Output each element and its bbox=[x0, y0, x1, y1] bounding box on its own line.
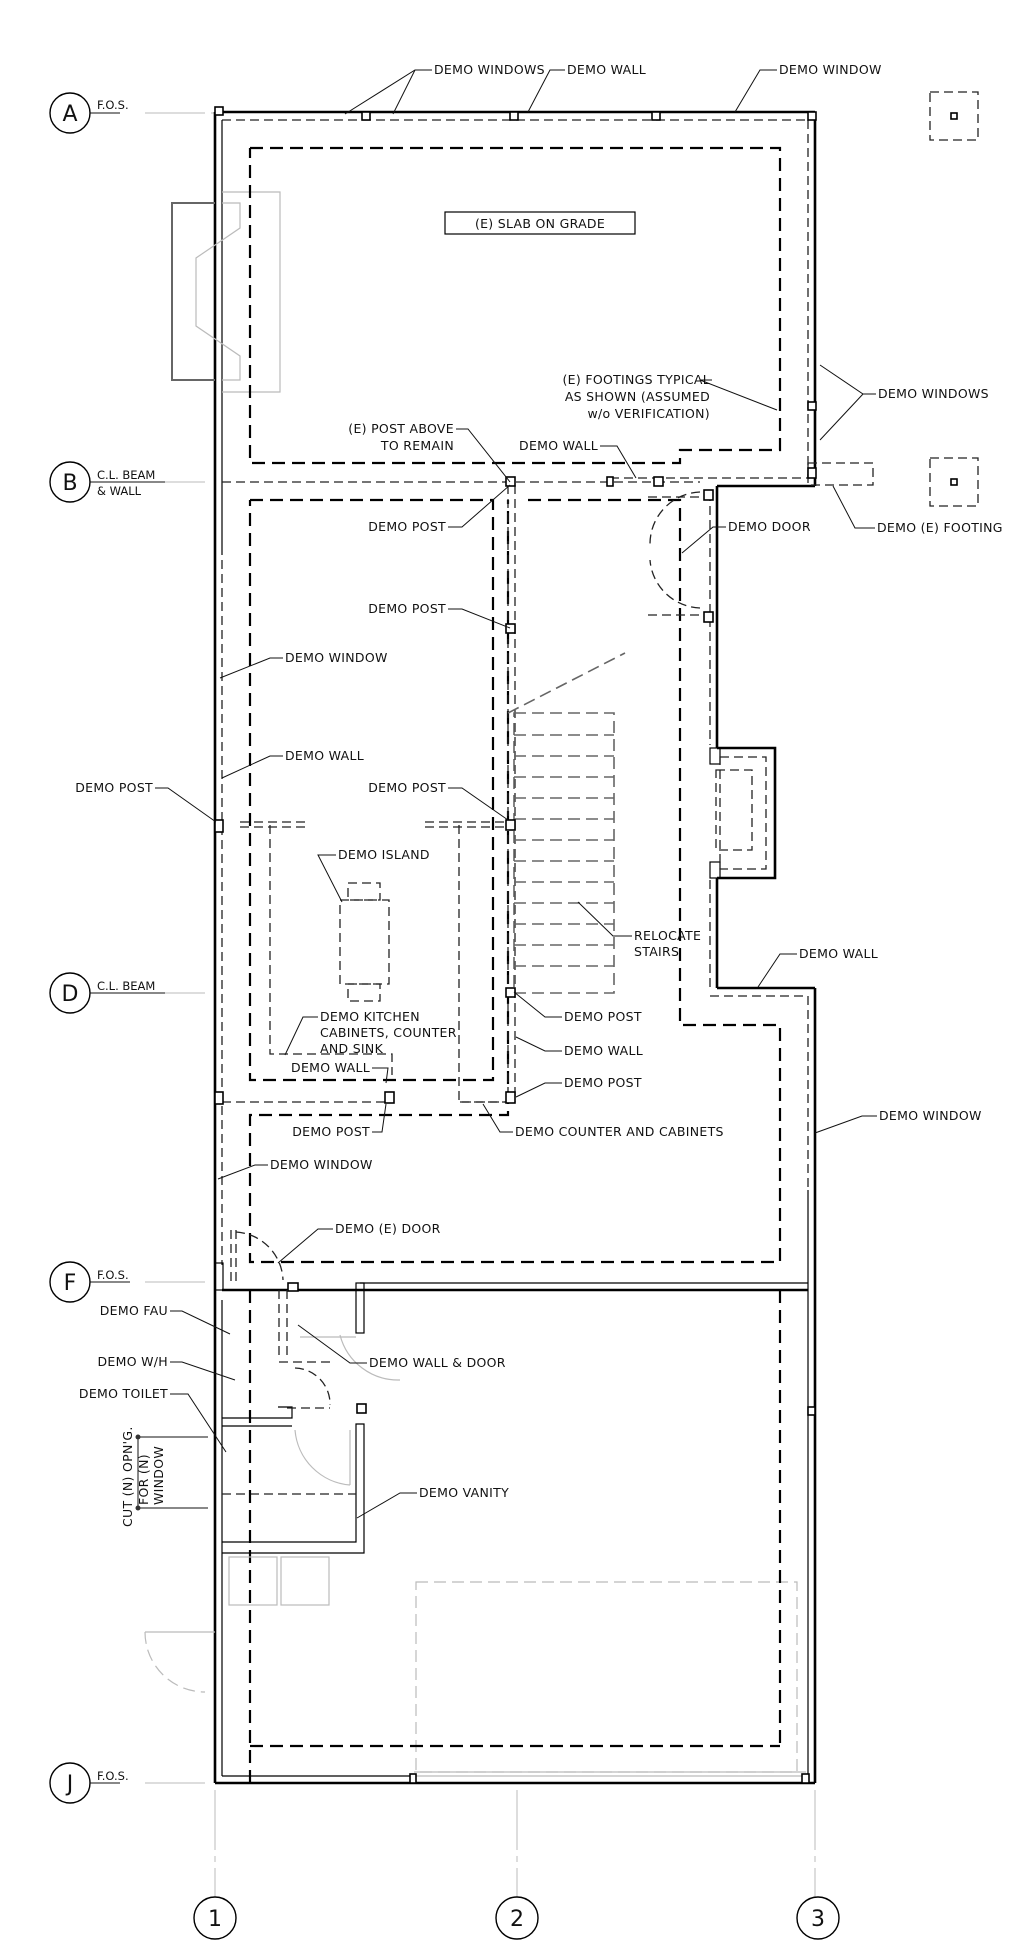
callout-demo-window-left: DEMO WINDOW bbox=[285, 650, 388, 665]
posts bbox=[214, 106, 817, 1784]
callout-text-line: C.L. BEAM bbox=[97, 979, 155, 993]
callout-text-line: C.L. BEAM bbox=[97, 468, 155, 482]
callout-demo-post-2: DEMO POST bbox=[368, 601, 446, 616]
callout-demo-wh: DEMO W/H bbox=[98, 1354, 169, 1369]
callout-leaders bbox=[155, 69, 877, 1519]
callout-text-line: & WALL bbox=[97, 484, 142, 498]
callout-text-line: 3 bbox=[811, 1907, 825, 1932]
grid-bubble-j: J F.O.S. bbox=[49, 1762, 129, 1804]
callout-text-line: J bbox=[65, 1772, 74, 1797]
callout-text-line: F bbox=[64, 1271, 77, 1296]
callout-demo-post-kitchen-right: DEMO POST bbox=[564, 1075, 642, 1090]
callout-demo-wall-left: DEMO WALL bbox=[285, 748, 364, 763]
callout-text-line: AS SHOWN (ASSUMED bbox=[565, 389, 710, 404]
callout-relocate-stairs: RELOCATE bbox=[634, 928, 701, 943]
callout-demo-wall-door: DEMO WALL & DOOR bbox=[369, 1355, 506, 1370]
interior-demo-walls bbox=[222, 477, 810, 1103]
grid-bubble-1: 1 bbox=[193, 1896, 237, 1940]
callout-demo-window-top: DEMO WINDOW bbox=[779, 62, 882, 77]
callout-demo-e-door: DEMO (E) DOOR bbox=[335, 1221, 441, 1236]
footing-outlines bbox=[248, 146, 782, 1264]
callout-text-line: w/o VERIFICATION) bbox=[587, 406, 710, 421]
callout-text-line: CUT (N) OPN'G. bbox=[120, 1426, 135, 1527]
callout-demo-post-mid: DEMO POST bbox=[368, 780, 446, 795]
callout-text-line: FOR (N) bbox=[136, 1454, 151, 1505]
grid-bubble-2: 2 bbox=[495, 1896, 539, 1940]
slab-label: (E) SLAB ON GRADE bbox=[444, 211, 636, 235]
callout-text-line: 1 bbox=[208, 1907, 222, 1932]
callout-demo-wall-b: DEMO WALL bbox=[519, 438, 598, 453]
kitchen-island bbox=[339, 882, 390, 1002]
callout-demo-vanity: DEMO VANITY bbox=[419, 1485, 509, 1500]
grid-bubble-b: B C.L. BEAM & WALL bbox=[49, 461, 165, 503]
callout-demo-fau: DEMO FAU bbox=[100, 1303, 168, 1318]
callout-post-above: (E) POST ABOVE bbox=[348, 421, 454, 436]
fireplace-left bbox=[171, 191, 281, 393]
callout-text-line: CABINETS, COUNTER bbox=[320, 1025, 457, 1040]
callout-text-line: 2 bbox=[510, 1907, 524, 1932]
callout-demo-post-d: DEMO POST bbox=[564, 1009, 642, 1024]
callout-footings-typical: (E) FOOTINGS TYPICAL bbox=[563, 372, 711, 387]
callouts: DEMO WINDOWS DEMO WALL DEMO WINDOW (E) F… bbox=[75, 62, 1003, 1527]
grid-bubble-a: A F.O.S. bbox=[49, 92, 129, 134]
callout-text-line: F.O.S. bbox=[97, 1268, 129, 1282]
callout-text-line: A bbox=[62, 102, 77, 127]
callout-demo-post-left: DEMO POST bbox=[75, 780, 153, 795]
grid-bubble-f: F F.O.S. bbox=[49, 1261, 130, 1303]
callout-demo-wall-kitchen: DEMO WALL bbox=[291, 1060, 370, 1075]
stairs bbox=[507, 652, 626, 994]
callout-demo-post-1: DEMO POST bbox=[368, 519, 446, 534]
callout-demo-wall-top: DEMO WALL bbox=[567, 62, 646, 77]
callout-text-line: B bbox=[62, 471, 77, 496]
callout-demo-wall-d: DEMO WALL bbox=[564, 1043, 643, 1058]
callout-text-line: D bbox=[62, 982, 79, 1007]
grid-bubble-d: D C.L. BEAM bbox=[49, 972, 165, 1014]
callout-text-line: (E) SLAB ON GRADE bbox=[475, 216, 605, 231]
callout-text-line: TO REMAIN bbox=[380, 438, 454, 453]
callout-demo-e-footing: DEMO (E) FOOTING bbox=[877, 520, 1003, 535]
callout-demo-kitchen: DEMO KITCHEN bbox=[320, 1009, 420, 1024]
callout-demo-wall-bump: DEMO WALL bbox=[799, 946, 878, 961]
callout-demo-counter: DEMO COUNTER AND CABINETS bbox=[515, 1124, 724, 1139]
callout-text-line: AND SINK bbox=[320, 1041, 384, 1056]
callout-cut-opening: CUT (N) OPN'G. FOR (N) WINDOW bbox=[120, 1426, 166, 1527]
callout-demo-windows-top: DEMO WINDOWS bbox=[434, 62, 545, 77]
callout-text-line: F.O.S. bbox=[97, 1769, 129, 1783]
callout-demo-post-kitchen: DEMO POST bbox=[292, 1124, 370, 1139]
callout-demo-door: DEMO DOOR bbox=[728, 519, 811, 534]
utility-rooms bbox=[135, 1230, 798, 1782]
callout-demo-windows-right: DEMO WINDOWS bbox=[878, 386, 989, 401]
callout-demo-window-left-lower: DEMO WINDOW bbox=[270, 1157, 373, 1172]
callout-demo-island: DEMO ISLAND bbox=[338, 847, 430, 862]
callout-text-line: WINDOW bbox=[151, 1446, 166, 1505]
callout-demo-toilet: DEMO TOILET bbox=[79, 1386, 168, 1401]
callout-text-line: STAIRS bbox=[634, 944, 679, 959]
grid-bubble-3: 3 bbox=[796, 1896, 840, 1940]
grid-lines bbox=[145, 112, 816, 1897]
callout-demo-window-right-lower: DEMO WINDOW bbox=[879, 1108, 982, 1123]
callout-text-line: F.O.S. bbox=[97, 98, 129, 112]
footing-pads bbox=[807, 91, 979, 507]
